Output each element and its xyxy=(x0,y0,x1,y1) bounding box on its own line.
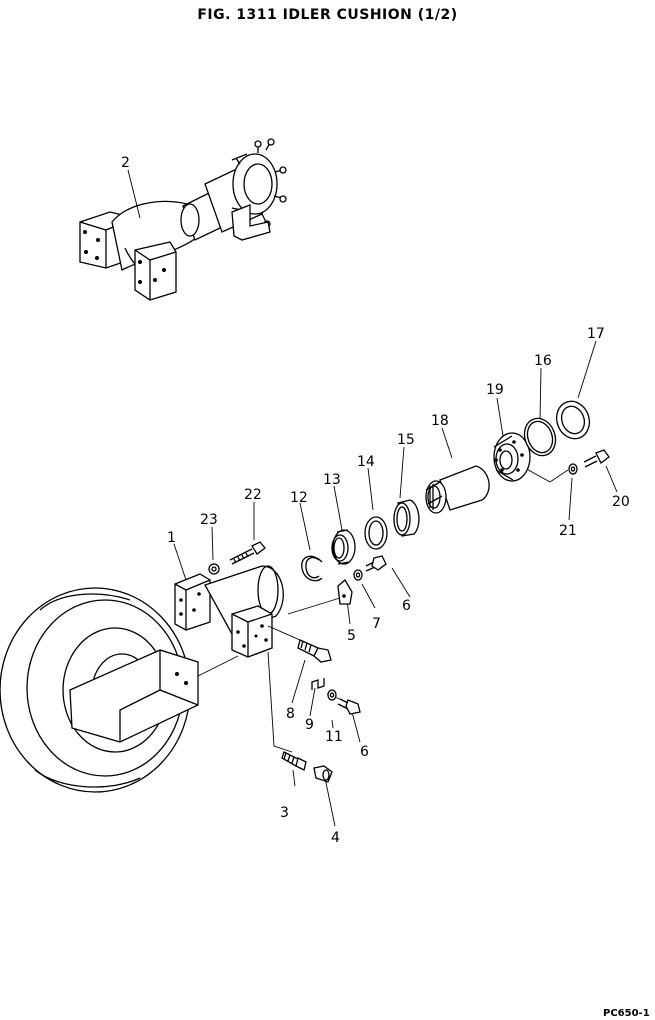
cushion-cylinder xyxy=(174,565,284,658)
callout-9: 9 xyxy=(305,717,314,733)
part-o-ring-16 xyxy=(523,417,557,457)
callout-1: 1 xyxy=(167,530,176,546)
callout-labels: 2 1 23 22 12 13 14 15 18 19 16 17 20 21 … xyxy=(121,155,630,846)
idler-yoke xyxy=(69,649,199,743)
page-code: PC650-1 xyxy=(603,1008,650,1019)
callout-6-lower: 6 xyxy=(360,744,369,760)
callout-16: 16 xyxy=(534,353,552,369)
callout-19: 19 xyxy=(486,382,504,398)
callout-6-upper: 6 xyxy=(402,598,411,614)
part-washer-11 xyxy=(327,689,337,701)
callout-23: 23 xyxy=(200,512,218,528)
figure-title: FIG. 1311 IDLER CUSHION (1/2) xyxy=(197,7,458,23)
callout-18: 18 xyxy=(431,413,449,429)
part-collar-15 xyxy=(393,499,420,537)
part-cover-19 xyxy=(493,432,531,482)
part-snap-ring-12 xyxy=(301,555,323,582)
cushion-assembly-overview xyxy=(79,138,287,301)
callout-14: 14 xyxy=(357,454,375,470)
callout-4: 4 xyxy=(331,830,340,846)
callout-22: 22 xyxy=(244,487,262,503)
part-plate-5 xyxy=(337,578,353,605)
part-bolt-22 xyxy=(229,541,266,565)
part-washer-7 xyxy=(353,569,363,581)
part-fitting-3 xyxy=(281,751,307,771)
callout-3: 3 xyxy=(280,805,289,821)
part-bolt-20 xyxy=(583,449,610,468)
part-bolt-6-lower xyxy=(337,698,361,715)
part-ring-14 xyxy=(364,516,388,550)
callout-21: 21 xyxy=(559,523,577,539)
callout-2: 2 xyxy=(121,155,130,171)
part-washer-23 xyxy=(208,563,220,575)
callout-11: 11 xyxy=(325,729,343,745)
callout-17: 17 xyxy=(587,326,605,342)
leader-lines xyxy=(127,169,618,827)
callout-13: 13 xyxy=(323,472,341,488)
part-bolt-6-upper xyxy=(365,555,387,572)
part-bushing-13 xyxy=(331,529,356,565)
callout-5: 5 xyxy=(347,628,356,644)
callout-12: 12 xyxy=(290,490,308,506)
callout-8: 8 xyxy=(286,706,295,722)
part-ring-17 xyxy=(555,400,591,440)
callout-20: 20 xyxy=(612,494,630,510)
callout-15: 15 xyxy=(397,432,415,448)
callout-7: 7 xyxy=(372,616,381,632)
part-clip-9 xyxy=(311,678,325,690)
part-washer-21 xyxy=(568,463,578,475)
part-piston-18 xyxy=(425,465,490,514)
part-fitting-8 xyxy=(297,639,332,663)
part-cap-4 xyxy=(313,765,333,783)
